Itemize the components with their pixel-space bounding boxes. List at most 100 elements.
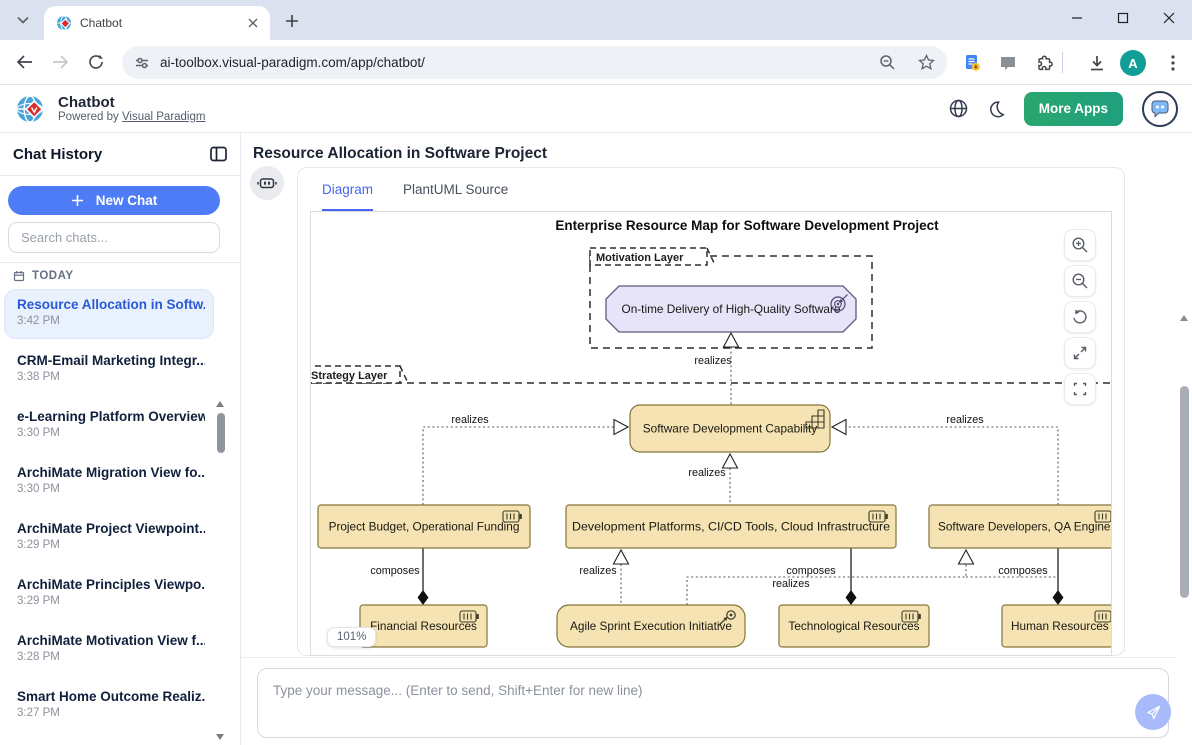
node-label: Financial Resources [370,619,477,633]
scroll-up-icon[interactable] [1180,315,1188,321]
scrollbar-thumb[interactable] [216,413,225,453]
tab-diagram[interactable]: Diagram [322,168,374,211]
diagram-node-financial[interactable]: Financial Resources [359,604,488,648]
language-globe-icon[interactable] [949,99,968,118]
reload-button[interactable] [80,46,112,78]
diagram-node-agile[interactable]: Agile Sprint Execution Initiative [556,604,746,648]
window-close-button[interactable] [1146,0,1192,36]
scrollbar-thumb[interactable] [1180,386,1189,598]
send-button[interactable] [1135,694,1171,730]
relationship-edge: realizes [579,548,630,605]
profile-avatar[interactable]: A [1118,48,1148,78]
new-tab-button[interactable] [282,11,302,31]
new-chat-button[interactable]: New Chat [8,186,220,215]
chat-history-item[interactable]: Smart Home Outcome Realiz... 3:27 PM [4,681,214,737]
edge-label: composes [998,565,1048,577]
robot-icon [257,178,277,189]
diagram-toolbar [1064,229,1096,405]
diagram-node-capability[interactable]: Software Development Capability [629,404,831,453]
diagram-node-budget[interactable]: Project Budget, Operational Funding [317,504,531,549]
docs-extension-icon[interactable] [957,48,987,78]
visual-paradigm-link[interactable]: Visual Paradigm [121,111,206,123]
edge-label: realizes [946,414,984,426]
layer-label: Strategy Layer [311,370,388,382]
tab-search-button[interactable] [10,9,36,31]
chat-history-item[interactable]: CRM-Email Marketing Integr...3:38 PM [4,345,214,401]
back-button[interactable] [8,46,40,78]
chat-history-item[interactable]: ArchiMate Project Viewpoint...3:29 PM [4,513,214,569]
chat-history-item[interactable]: Resource Allocation in Softw...3:42 PM [4,289,214,345]
composition-diamond [417,590,429,605]
composition-diamond [1052,590,1064,605]
powered-by: Powered by Visual Paradigm [58,111,206,123]
diagram-node-tech[interactable]: Technological Resources [778,604,930,648]
extensions-puzzle-icon[interactable] [1029,48,1059,78]
relationship-edge: realizes [422,414,630,505]
scroll-down-icon[interactable] [216,734,224,740]
send-plane-icon [1146,705,1160,719]
chat-item-title: Smart Home Outcome Realiz... [17,689,205,704]
zoom-out-icon[interactable] [1064,265,1096,297]
zoom-in-icon[interactable] [1064,229,1096,261]
chat-history-item[interactable]: ArchiMate Motivation View f...3:28 PM [4,625,214,681]
more-apps-button[interactable]: More Apps [1023,91,1123,126]
browser-tabstrip: Chatbot [0,0,1192,40]
node-label: Software Development Capability [643,422,818,436]
tab-plantuml-source[interactable]: PlantUML Source [403,182,509,197]
scroll-up-icon[interactable] [216,401,224,407]
edge-label: realizes [772,578,810,590]
diagram-canvas[interactable]: Enterprise Resource Map for Software Dev… [304,211,1123,656]
diagram-node-developers[interactable]: Software Developers, QA Engine [928,504,1123,549]
browser-menu-icon[interactable] [1158,48,1188,78]
node-label: Software Developers, QA Engine [938,520,1111,534]
chat-section-header: TODAY [0,262,240,289]
result-tabs: Diagram PlantUML Source [322,168,508,211]
main-scrollbar[interactable] [1179,311,1190,743]
window-maximize-button[interactable] [1100,0,1146,36]
chat-item-time: 3:38 PM [17,371,60,383]
relationship-edge: realizes [686,548,975,605]
fullscreen-icon[interactable] [1064,337,1096,369]
composition-diamond [845,590,857,605]
calendar-icon [13,271,25,282]
url-text[interactable]: ai-toolbox.visual-paradigm.com/app/chatb… [160,55,425,70]
sidebar-scrollbar[interactable] [216,399,225,742]
diagram-node-goal[interactable]: On-time Delivery of High-Quality Softwar… [605,285,857,333]
node-label: Development Platforms, CI/CD Tools, Clou… [572,520,890,534]
downloads-icon[interactable] [1082,48,1112,78]
message-input-container [257,668,1169,738]
node-label: Agile Sprint Execution Initiative [570,619,732,633]
zoom-indicator-icon[interactable] [879,54,896,71]
fit-screen-icon[interactable] [1064,373,1096,405]
site-info-icon[interactable] [134,55,150,71]
diagram-node-hr[interactable]: Human Resources [1001,604,1123,648]
chat-history-item[interactable]: ArchiMate Principles Viewpo...3:29 PM [4,569,214,625]
reset-view-icon[interactable] [1064,301,1096,333]
chat-item-time: 3:30 PM [17,427,60,439]
chatbot-bubble-icon[interactable] [1142,90,1178,127]
chat-item-title: ArchiMate Migration View fo... [17,465,205,480]
chat-item-title: ArchiMate Motivation View f... [17,633,205,648]
search-chats-input[interactable] [8,222,220,253]
window-minimize-button[interactable] [1054,0,1100,36]
chat-item-time: 3:27 PM [17,707,60,719]
dark-mode-moon-icon[interactable] [987,100,1005,118]
url-bar[interactable]: ai-toolbox.visual-paradigm.com/app/chatb… [122,46,947,79]
forward-button[interactable] [44,46,76,78]
edge-label: realizes [579,565,617,577]
edge-label: composes [786,565,836,577]
edge-label: composes [370,565,420,577]
browser-tab[interactable]: Chatbot [44,6,270,40]
node-label: On-time Delivery of High-Quality Softwar… [622,302,841,316]
collapse-sidebar-icon[interactable] [210,146,227,162]
bookmark-star-icon[interactable] [918,54,935,71]
diagram-node-platforms[interactable]: Development Platforms, CI/CD Tools, Clou… [565,504,897,549]
message-input[interactable] [258,669,1168,737]
chat-item-title: Resource Allocation in Softw... [17,297,205,312]
chat-history-item[interactable]: ArchiMate Migration View fo...3:30 PM [4,457,214,513]
tab-close-icon[interactable] [244,14,262,32]
chat-extension-icon[interactable] [993,48,1023,78]
